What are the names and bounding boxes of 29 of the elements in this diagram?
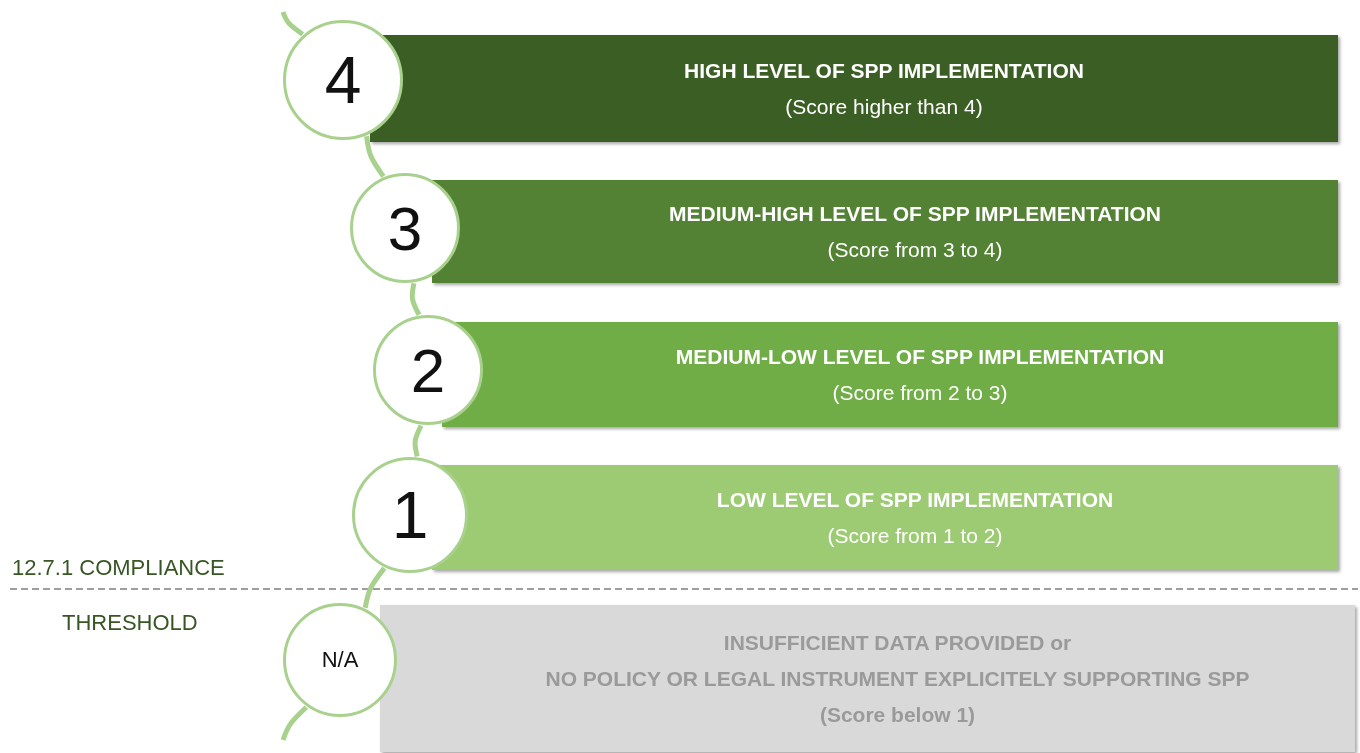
level-number: 4	[324, 42, 362, 118]
level-number: N/A	[321, 647, 359, 673]
level-title: LOW LEVEL OF SPP IMPLEMENTATION	[716, 487, 1114, 512]
level-bar	[442, 322, 1338, 427]
connector-line	[280, 11, 305, 37]
score-range: (Score below 1)	[819, 702, 976, 727]
score-range: (Score from 2 to 3)	[832, 380, 1008, 405]
level-title: INSUFFICIENT DATA PROVIDED or	[723, 630, 1072, 655]
connector-line	[364, 135, 386, 178]
level-title: HIGH LEVEL OF SPP IMPLEMENTATION	[684, 58, 1084, 83]
connector-line	[280, 705, 309, 741]
level-bar	[380, 605, 1355, 752]
score-range: (Score from 3 to 4)	[827, 237, 1003, 262]
level-bar	[432, 180, 1338, 283]
level-title: MEDIUM-HIGH LEVEL OF SPP IMPLEMENTATION	[669, 201, 1161, 226]
level-bar	[370, 35, 1338, 142]
score-range: (Score from 1 to 2)	[827, 523, 1003, 548]
level-number: 3	[387, 192, 423, 264]
connector-line	[409, 282, 422, 316]
score-range: (Score higher than 4)	[785, 94, 983, 119]
connector-line	[412, 424, 424, 458]
connector-line	[362, 566, 387, 609]
level-bar	[432, 465, 1338, 570]
threshold-label: 12.7.1 COMPLIANCE	[12, 555, 225, 581]
level-number: 1	[391, 477, 429, 553]
level-number: 2	[410, 334, 446, 406]
level-title: MEDIUM-LOW LEVEL OF SPP IMPLEMENTATION	[675, 344, 1165, 369]
threshold-label: THRESHOLD	[62, 610, 198, 636]
score-range: NO POLICY OR LEGAL INSTRUMENT EXPLICITELY SUPPORTING SPP	[545, 666, 1250, 691]
